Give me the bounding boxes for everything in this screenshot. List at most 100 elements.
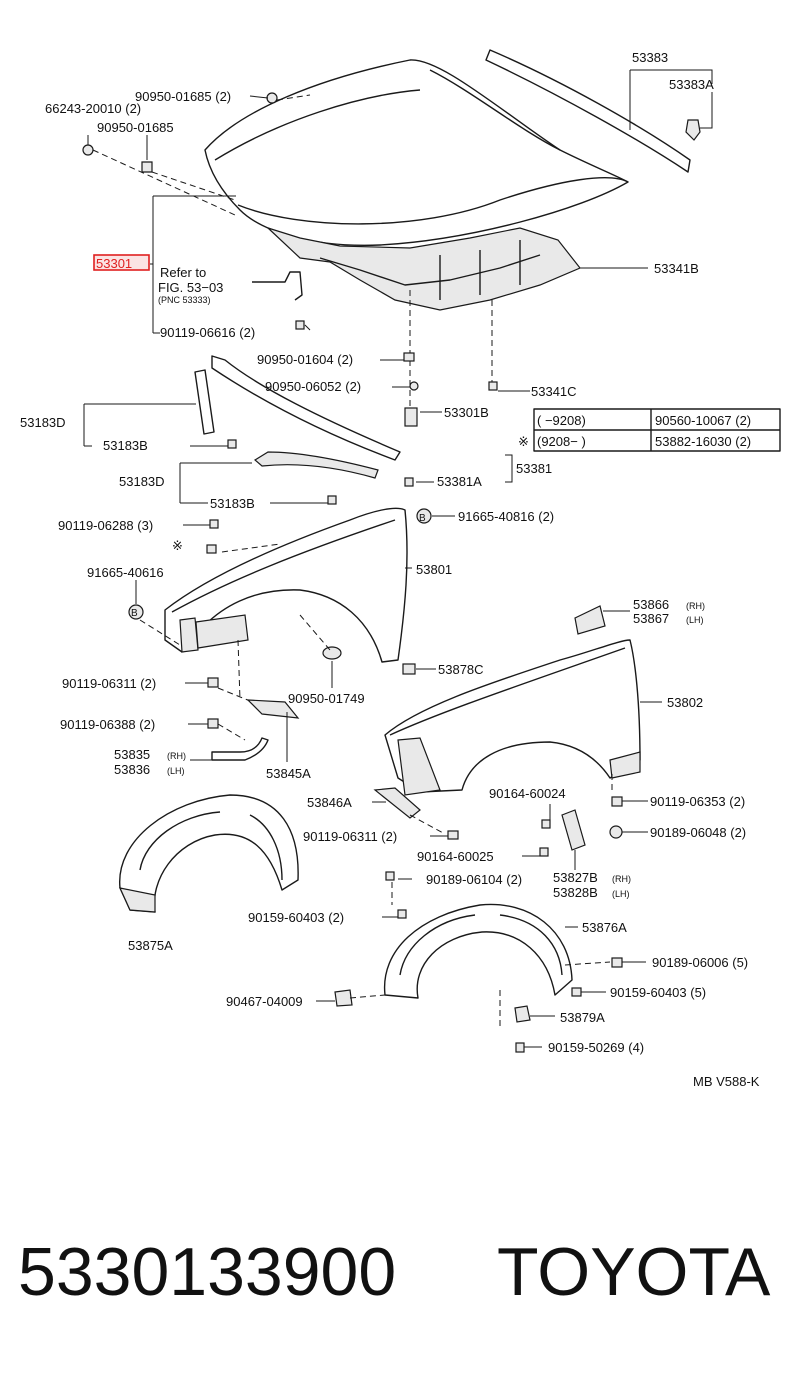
label-refer-to: Refer to: [160, 265, 206, 280]
label-53836: 53836: [114, 762, 150, 777]
label-90189-06104: 90189-06104 (2): [426, 872, 522, 887]
weatherstrip-clip: [685, 119, 701, 141]
label-90950-06052: 90950-06052 (2): [265, 379, 361, 394]
bolt-icon: [295, 320, 498, 391]
clip-icon: [266, 92, 278, 104]
figure-code: MB V588-K: [693, 1074, 760, 1089]
plug-icon: [82, 144, 94, 156]
nut-icon: [334, 989, 353, 1007]
nut-icon: [514, 1005, 531, 1023]
label-90467-04009: 90467-04009: [226, 994, 303, 1009]
label-53383A: 53383A: [669, 77, 714, 92]
label-53183B-upper: 53183B: [103, 438, 148, 453]
label-53867: 53867: [633, 611, 669, 626]
label-90159-60403-2: 90159-60403 (2): [248, 910, 344, 925]
clip-icon: [609, 825, 623, 839]
label-90189-06006: 90189-06006 (5): [652, 955, 748, 970]
label-90950-01604: 90950-01604 (2): [257, 352, 353, 367]
label-90950-01685-2: 90950-01685 (2): [135, 89, 231, 104]
ref-mark: ※: [518, 434, 529, 449]
part-number-title: 5330133900: [18, 1234, 396, 1310]
bracket-53845A: [246, 699, 300, 719]
label-90159-50269: 90159-50269 (4): [548, 1040, 644, 1055]
label-90950-01685: 90950-01685: [97, 120, 174, 135]
label-53879A: 53879A: [560, 1010, 605, 1025]
label-53183B-lower: 53183B: [210, 496, 255, 511]
label-90119-06616: 90119-06616 (2): [160, 325, 255, 340]
label-53341B: 53341B: [654, 261, 699, 276]
bolt-icon: [397, 909, 407, 919]
clip-icon: [404, 477, 414, 487]
date-row-2-part: 53882-16030 (2): [655, 434, 751, 449]
highlight-box: [93, 254, 150, 271]
label-pnc: (PNC 53333): [158, 295, 211, 305]
rh-tag-1: (RH): [686, 601, 705, 611]
brand-title: TOYOTA: [497, 1234, 771, 1310]
date-row-2-range: (9208− ): [537, 434, 586, 449]
ref-mark-2: ※: [172, 538, 183, 553]
b-marker-2: B: [131, 608, 138, 619]
label-90189-06048: 90189-06048 (2): [650, 825, 746, 840]
clip-icon: [402, 663, 416, 675]
label-91665-40616: 91665-40616: [87, 565, 164, 580]
label-53383: 53383: [632, 50, 668, 65]
label-90159-60403-5: 90159-60403 (5): [610, 985, 706, 1000]
label-53801: 53801: [416, 562, 452, 577]
bolt-icon: [515, 1042, 525, 1053]
label-90119-06311-upper: 90119-06311 (2): [62, 676, 156, 691]
bracket-53835: [211, 737, 269, 761]
bolt-icon: [571, 987, 582, 997]
clip-icon: [611, 957, 623, 968]
label-fig-reference: FIG. 53−03: [158, 280, 223, 295]
b-clip-icon: [128, 604, 144, 620]
label-53301-highlighted: 53301: [96, 256, 132, 271]
lh-tag-3: (LH): [612, 889, 630, 899]
label-90119-06388: 90119-06388 (2): [60, 717, 155, 732]
hood-cushion-icon: [404, 407, 418, 427]
label-53802: 53802: [667, 695, 703, 710]
label-90119-06311-lower: 90119-06311 (2): [303, 829, 397, 844]
label-53828B: 53828B: [553, 885, 598, 900]
front-fender-lh: [164, 507, 408, 663]
date-range-table: [533, 408, 781, 452]
label-90119-06288: 90119-06288 (3): [58, 518, 153, 533]
rh-tag-2: (RH): [167, 751, 186, 761]
bolt-icon: [206, 519, 219, 554]
label-90164-60025: 90164-60025: [417, 849, 494, 864]
bracket-53846A: [373, 787, 421, 819]
fender-liner-53875A: [118, 794, 299, 913]
clip-icon: [327, 495, 337, 505]
date-row-1-range: ( −9208): [537, 413, 586, 428]
lh-tag-2: (LH): [167, 766, 185, 776]
clip-icon: [385, 871, 395, 881]
label-90119-06353: 90119-06353 (2): [650, 794, 745, 809]
label-53381: 53381: [516, 461, 552, 476]
bolt-icon: [447, 830, 459, 840]
label-90164-60024: 90164-60024: [489, 786, 566, 801]
bolt-icon: [207, 677, 219, 688]
b-marker-1: B: [419, 513, 426, 524]
label-53875A: 53875A: [128, 938, 173, 953]
label-53846A: 53846A: [307, 795, 352, 810]
b-clip-icon: [416, 508, 432, 524]
label-53341C: 53341C: [531, 384, 577, 399]
label-53876A: 53876A: [582, 920, 627, 935]
label-53835: 53835: [114, 747, 150, 762]
clip-icon: [227, 439, 237, 449]
label-53183D-upper: 53183D: [20, 415, 66, 430]
label-90950-01749: 90950-01749: [288, 691, 365, 706]
hood-weatherstrip: [485, 49, 691, 173]
bolt-icon: [207, 718, 219, 729]
label-53878C: 53878C: [438, 662, 484, 677]
lh-tag-1: (LH): [686, 615, 704, 625]
label-53845A: 53845A: [266, 766, 311, 781]
label-53183D-lower: 53183D: [119, 474, 165, 489]
bracket-53827B: [561, 809, 586, 851]
plug-icon: [322, 646, 342, 660]
seal-strips: [194, 355, 401, 479]
label-66243-20010: 66243-20010 (2): [45, 101, 141, 116]
label-53381A: 53381A: [437, 474, 482, 489]
label-53301B: 53301B: [444, 405, 489, 420]
bolt-icon: [611, 796, 623, 807]
